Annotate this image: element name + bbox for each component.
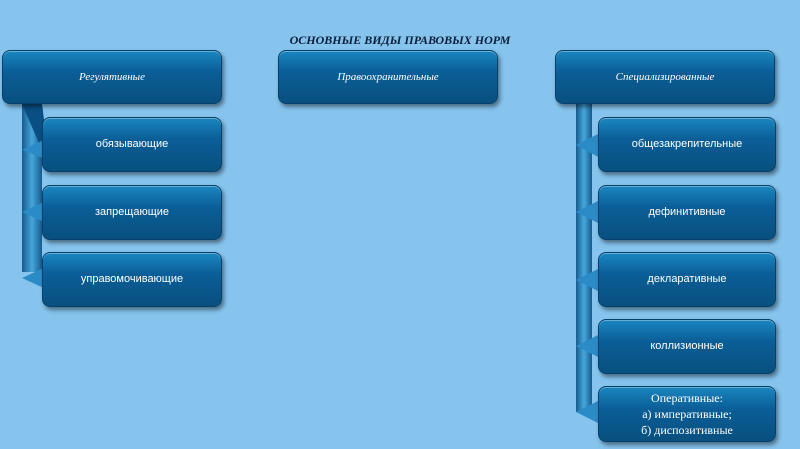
diagram-title: ОСНОВНЫЕ ВИДЫ ПРАВОВЫХ НОРМ	[289, 33, 511, 47]
right-child-declarative: декларативные	[598, 252, 776, 307]
right-child-definitive: дефинитивные	[598, 185, 776, 240]
category-specialized: Специализированные	[555, 50, 775, 104]
left-tree-connector	[22, 104, 48, 290]
operative-line-2: б) диспозитивные	[641, 423, 733, 438]
right-child-conflict: коллизионные	[598, 319, 776, 374]
right-tree-connector	[576, 104, 600, 424]
left-child-obligating: обязывающие	[42, 117, 222, 172]
left-child-prohibiting: запрещающие	[42, 185, 222, 240]
category-regulatory: Регулятивные	[2, 50, 222, 104]
left-child-empowering: управомочивающие	[42, 252, 222, 307]
operative-line-1: а) императивные;	[642, 406, 732, 421]
right-child-general: общезакрепительные	[598, 117, 776, 172]
operative-heading: Оперативные:	[651, 390, 723, 405]
category-protective: Правоохранительные	[278, 50, 498, 104]
right-child-operative: Оперативные: а) императивные; б) диспози…	[598, 386, 776, 442]
